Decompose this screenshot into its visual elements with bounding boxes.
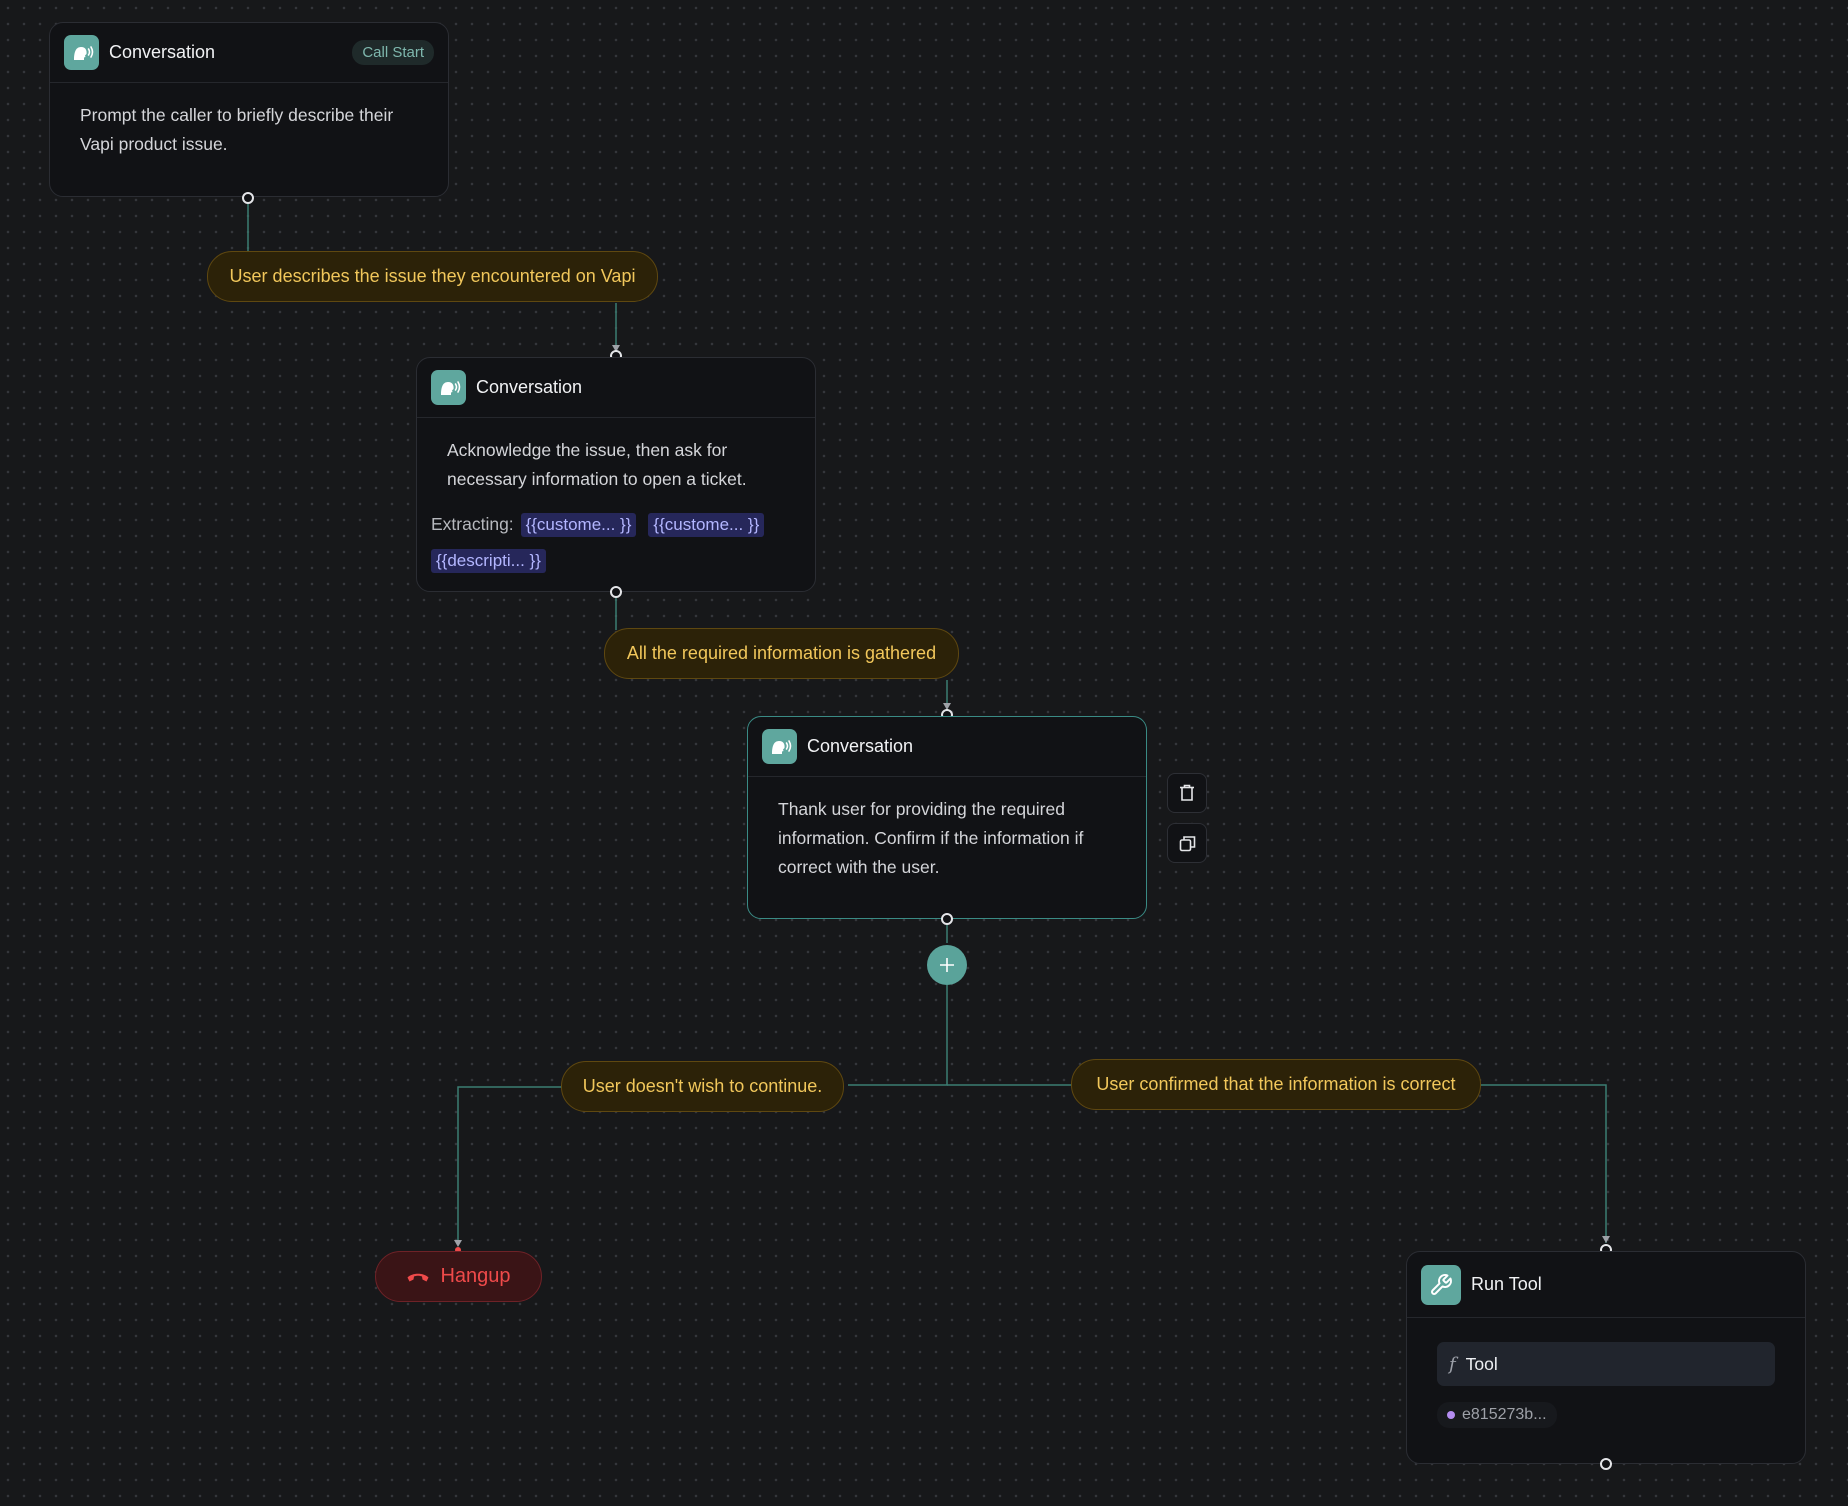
node-title: Conversation — [109, 42, 216, 62]
hangup-node[interactable]: Hangup — [375, 1251, 542, 1302]
source-handle[interactable] — [242, 192, 254, 204]
node-prompt: Acknowledge the issue, then ask for nece… — [447, 440, 747, 489]
copy-icon — [1179, 835, 1196, 852]
node-header: Run Tool — [1407, 1252, 1805, 1318]
hangup-label: Hangup — [440, 1265, 511, 1287]
variable-chip: {{custome... }} — [648, 513, 765, 537]
node-prompt: Prompt the caller to briefly describe th… — [80, 105, 394, 154]
source-handle[interactable] — [941, 913, 953, 925]
call-start-badge: Call Start — [352, 40, 434, 65]
node-header: Conversation — [417, 358, 815, 418]
variable-chip: {{custome... }} — [520, 513, 637, 537]
phone-hangup-icon — [406, 1269, 430, 1285]
conversation-node-confirm[interactable]: Conversation Thank user for providing th… — [747, 716, 1147, 919]
node-title: Conversation — [807, 736, 914, 756]
variable-chip: {{descripti... }} — [431, 549, 546, 573]
tool-select[interactable]: f Tool — [1437, 1342, 1775, 1386]
plus-icon — [939, 957, 955, 973]
node-header: Conversation Call Start — [50, 23, 448, 83]
edge-condition-label[interactable]: User doesn't wish to continue. — [561, 1061, 844, 1112]
conversation-node-start[interactable]: Conversation Call Start Prompt the calle… — [49, 22, 449, 197]
speaking-head-icon — [762, 729, 797, 764]
tool-id: e815273b... — [1462, 1406, 1547, 1423]
wrench-icon — [1421, 1264, 1461, 1305]
speaking-head-icon — [64, 35, 99, 70]
trash-icon — [1179, 784, 1195, 802]
source-handle[interactable] — [1600, 1458, 1612, 1470]
conversation-node-gather[interactable]: Conversation Acknowledge the issue, then… — [416, 357, 816, 592]
source-handle[interactable] — [610, 586, 622, 598]
delete-node-button[interactable] — [1167, 773, 1207, 813]
tool-id-badge: e815273b... — [1437, 1402, 1557, 1428]
node-prompt: Thank user for providing the required in… — [778, 799, 1084, 877]
node-header: Conversation — [748, 717, 1146, 777]
edge-condition-label[interactable]: User confirmed that the information is c… — [1071, 1059, 1481, 1110]
extracting-variables: Extracting: {{custome... }} {{custome... … — [417, 494, 815, 578]
node-title: Conversation — [476, 377, 583, 397]
run-tool-node[interactable]: Run Tool f Tool e815273b... — [1406, 1251, 1806, 1464]
add-node-button[interactable] — [927, 945, 967, 985]
node-title: Run Tool — [1471, 1274, 1542, 1294]
speaking-head-icon — [431, 370, 466, 405]
function-icon: f — [1449, 1353, 1456, 1375]
duplicate-node-button[interactable] — [1167, 823, 1207, 863]
status-dot — [1447, 1411, 1455, 1419]
tool-select-label: Tool — [1465, 1353, 1498, 1374]
edge-condition-label[interactable]: User describes the issue they encountere… — [207, 251, 658, 302]
edge-condition-label[interactable]: All the required information is gathered — [604, 628, 959, 679]
extracting-label: Extracting: — [431, 514, 514, 534]
